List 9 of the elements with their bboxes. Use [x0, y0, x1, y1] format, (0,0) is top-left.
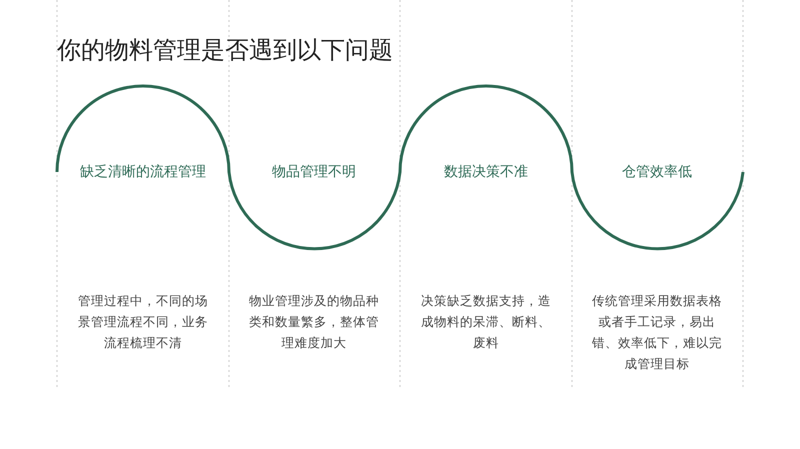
problem-description: 传统管理采用数据表格或者手工记录，易出错、效率低下，难以完成管理目标	[591, 292, 723, 373]
problem-description: 决策缺乏数据支持，造成物料的呆滞、断料、废料	[420, 292, 552, 352]
problem-description: 物业管理涉及的物品种类和数量繁多，整体管理难度加大	[248, 292, 380, 352]
slide-title: 你的物料管理是否遇到以下问题	[57, 35, 393, 66]
problem-heading: 物品管理不明	[271, 162, 357, 182]
problem-heading: 仓管效率低	[621, 162, 693, 182]
problem-description: 管理过程中，不同的场景管理流程不同，业务流程梳理不清	[77, 292, 209, 352]
problem-heading: 数据决策不准	[443, 162, 529, 182]
problem-heading: 缺乏清晰的流程管理	[79, 162, 207, 182]
